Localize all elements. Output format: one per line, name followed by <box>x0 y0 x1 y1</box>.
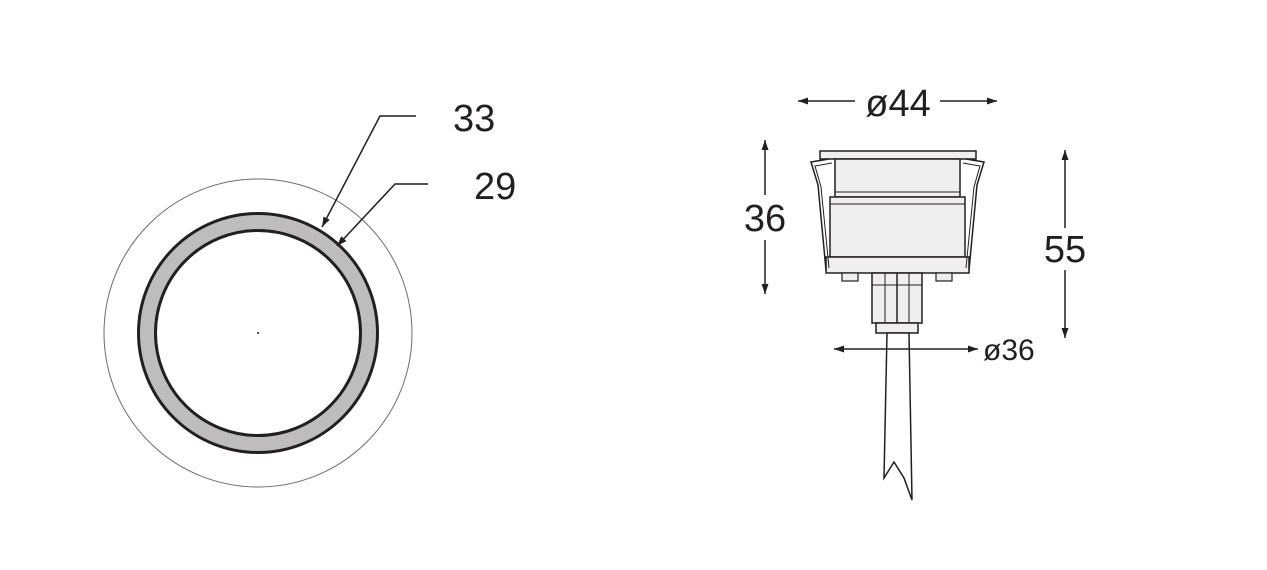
left-spring-clip-inner <box>814 162 833 269</box>
leader-line-29 <box>336 183 428 247</box>
label-top-diameter: ø44 <box>865 83 930 125</box>
left-foot <box>841 272 859 282</box>
top-flange <box>819 150 977 160</box>
label-total-height: 55 <box>1044 229 1086 271</box>
lens-ring-outer-edge <box>137 212 379 454</box>
gland-nut <box>875 322 919 334</box>
outer-flange-circle <box>103 178 413 488</box>
lower-body <box>829 196 966 258</box>
upper-body <box>834 158 961 198</box>
label-inner-diameter: 29 <box>474 166 516 208</box>
label-cutout-diameter: ø36 <box>983 334 1035 367</box>
side-view: ø44 36 55 ø36 <box>744 83 1086 501</box>
lens-ring <box>139 214 377 452</box>
leader-line-33 <box>321 115 416 228</box>
right-foot <box>935 272 953 282</box>
lens-ring-inner-edge <box>154 229 362 437</box>
base-plate <box>825 256 970 274</box>
left-spring-clip <box>810 158 830 271</box>
right-spring-clip <box>965 158 985 271</box>
front-view: 33 29 <box>103 98 516 488</box>
right-spring-clip-inner <box>962 162 981 269</box>
cable <box>883 332 913 501</box>
label-body-height: 36 <box>744 198 786 240</box>
center-point <box>257 332 259 334</box>
label-outer-diameter: 33 <box>453 98 495 140</box>
